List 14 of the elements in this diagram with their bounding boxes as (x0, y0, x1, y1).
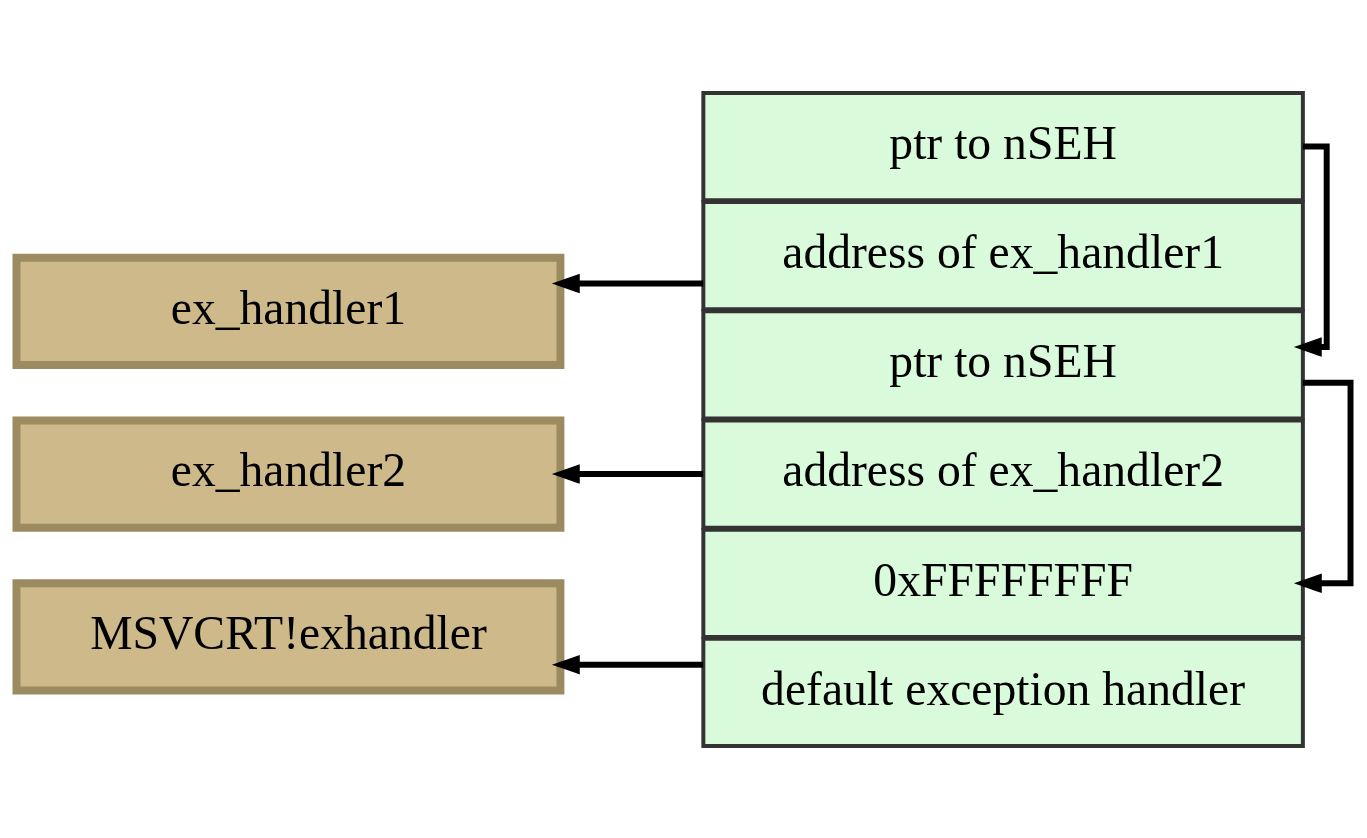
node-box: default exception handler (701, 636, 1305, 748)
node-box: 0xFFFFFFFF (701, 527, 1305, 639)
arrow (551, 273, 704, 293)
node-box: ex_handler1 (12, 253, 565, 369)
node-box: ex_handler2 (12, 416, 565, 532)
node-box: address of ex_handler2 (701, 418, 1305, 530)
node-box: ptr to nSEH (701, 90, 1305, 202)
node-box: MSVCRT!exhandler (12, 578, 565, 694)
arrow (551, 463, 704, 484)
node-box: ptr to nSEH (701, 308, 1305, 420)
arrow (1293, 379, 1354, 593)
arrow (1293, 143, 1330, 357)
node-box: address of ex_handler1 (701, 199, 1305, 311)
arrow (551, 654, 704, 674)
